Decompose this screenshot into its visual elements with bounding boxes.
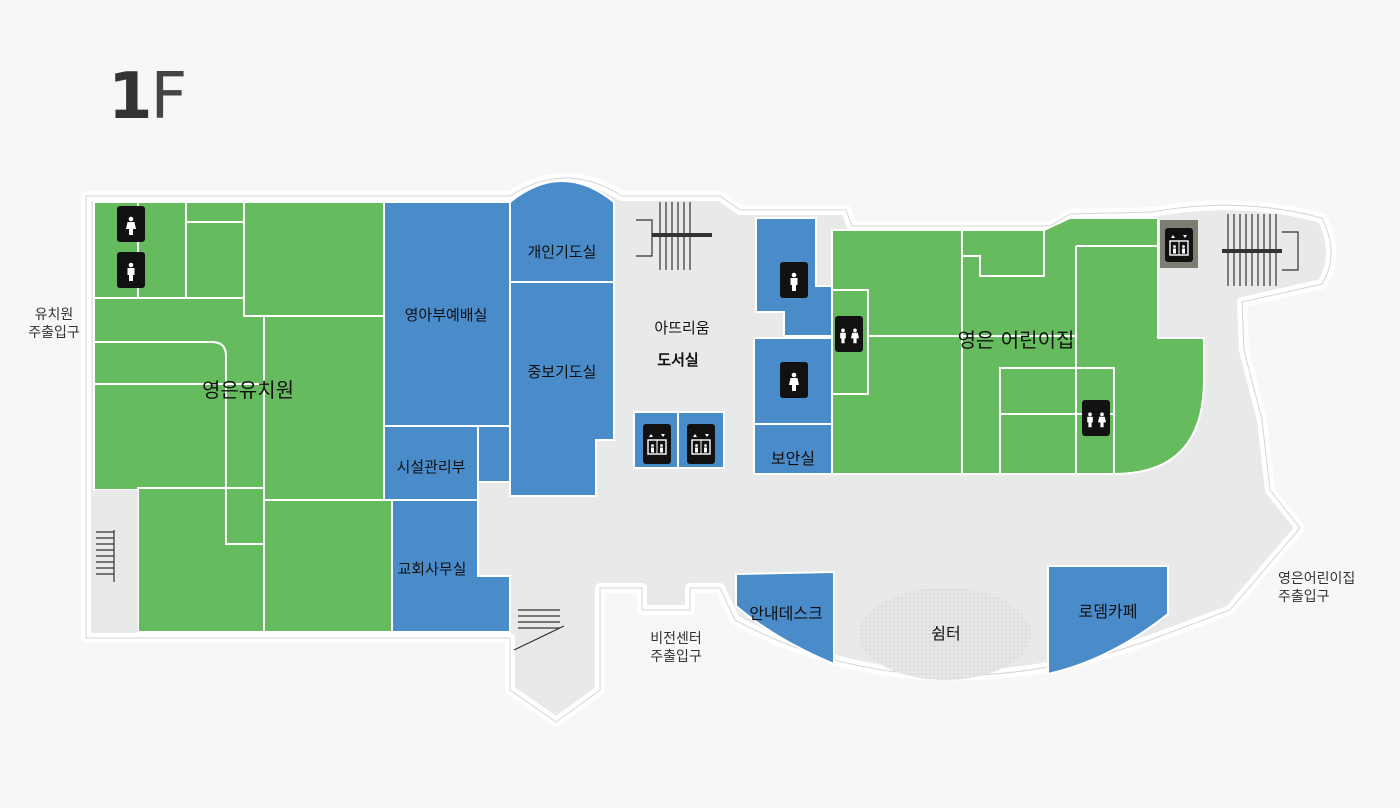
personal-prayer-room[interactable] — [509, 180, 615, 283]
stairs-icon — [1222, 214, 1299, 286]
info-desk-room[interactable] — [735, 570, 835, 666]
kindergarten-room[interactable] — [137, 487, 265, 633]
floor-unit: F — [150, 60, 188, 134]
kindergarten-area — [93, 201, 393, 633]
restroom-female-icon — [117, 206, 145, 242]
restroom-female-icon — [780, 362, 808, 398]
rest-area[interactable] — [859, 588, 1031, 680]
daycare-partition — [999, 367, 1115, 474]
intercession-prayer-label: 중보기도실 — [527, 363, 596, 381]
cafe-room[interactable] — [1047, 565, 1169, 676]
elevator-icon — [1160, 220, 1198, 268]
library-label: 도서실 — [657, 351, 698, 369]
vision-center-entrance-note: 비전센터 주출입구 — [636, 630, 716, 666]
stairs-icon — [513, 609, 565, 651]
restroom-male-icon — [117, 252, 145, 288]
entrance-type: 주출입구 — [650, 649, 702, 665]
facility-storage-room[interactable] — [477, 425, 511, 483]
church-office-room[interactable] — [391, 499, 511, 633]
building-outline-edge — [85, 177, 1332, 723]
entrance-type: 주출입구 — [1278, 589, 1330, 605]
corridor — [94, 490, 138, 632]
entrance-name: 영은어린이집 — [1278, 571, 1356, 587]
church-office-label: 교회사무실 — [397, 560, 466, 578]
kindergarten-room[interactable] — [243, 201, 385, 317]
daycare-entrance-note: 영은어린이집 주출입구 — [1278, 570, 1376, 606]
infant-worship-label: 영아부예배실 — [405, 306, 488, 324]
kindergarten-entrance-note: 유치원 주출입구 — [22, 306, 86, 342]
restroom-male-icon — [780, 262, 808, 298]
entrance-name: 유치원 — [34, 307, 74, 323]
facility-management-label: 시설관리부 — [396, 458, 465, 476]
floor-number: 1 — [108, 60, 153, 134]
kindergarten-room[interactable] — [185, 201, 245, 223]
atrium-label: 아뜨리움 — [654, 319, 709, 337]
security-label: 보안실 — [771, 449, 815, 468]
facility-management-room[interactable] — [383, 425, 479, 501]
kindergarten-room[interactable] — [185, 221, 245, 299]
floor-title: 1F — [108, 60, 188, 134]
restroom-both-icon — [1082, 400, 1110, 436]
personal-prayer-label: 개인기도실 — [527, 243, 596, 261]
info-desk-label: 안내데스크 — [749, 604, 823, 623]
elevator-icon — [677, 411, 725, 469]
intercession-prayer-room[interactable] — [509, 281, 615, 497]
daycare-label: 영은 어린이집 — [958, 328, 1075, 352]
kindergarten-room[interactable] — [263, 315, 385, 501]
cafe-label: 로뎀카페 — [1079, 602, 1138, 621]
entrance-name: 비전센터 — [650, 631, 702, 647]
kindergarten-room[interactable] — [263, 499, 393, 633]
elevator-icon — [633, 411, 679, 469]
daycare-partition — [962, 230, 1045, 277]
stairs-icon — [96, 530, 115, 582]
kindergarten-label: 영은유치원 — [202, 378, 294, 402]
daycare-partition — [832, 289, 869, 395]
rest-area-label: 쉼터 — [931, 624, 960, 643]
stairs-icon — [636, 202, 712, 270]
restroom-both-icon — [835, 316, 863, 352]
entrance-type: 주출입구 — [28, 325, 80, 341]
daycare-area[interactable] — [831, 217, 1205, 475]
